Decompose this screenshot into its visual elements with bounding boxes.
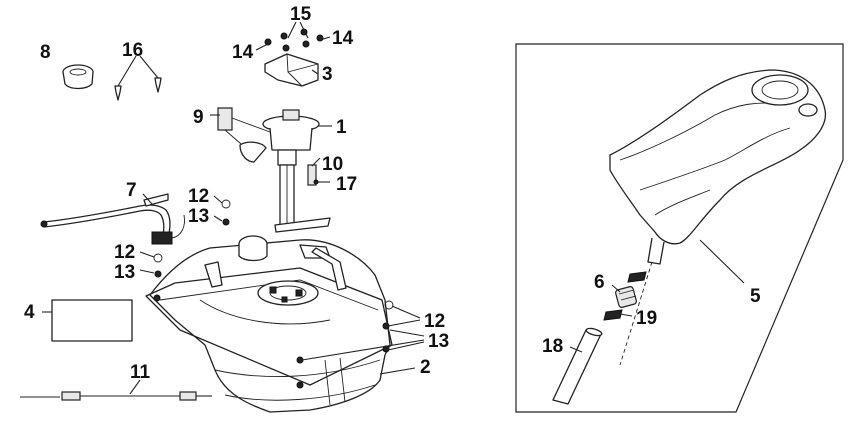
clamp-19[interactable]	[603, 309, 623, 321]
callout-6: 6	[594, 272, 605, 293]
callout-15: 15	[290, 4, 312, 25]
callout-2: 2	[420, 357, 431, 378]
callout-5: 5	[750, 286, 761, 307]
callout-3: 3	[322, 64, 333, 85]
callout-12-left: 12	[114, 242, 135, 263]
callout-12-right: 12	[424, 311, 445, 332]
callout-14-left: 14	[232, 42, 254, 63]
callout-9: 9	[193, 107, 204, 128]
warning-label-part[interactable]	[51, 299, 133, 342]
fuel-level-sender[interactable]	[217, 107, 271, 163]
callout-13-right: 13	[428, 331, 449, 352]
callout-18: 18	[542, 336, 563, 357]
leader-lines	[42, 21, 425, 395]
inset-panel-tank-liner	[515, 43, 844, 413]
callout-13-left: 13	[114, 262, 135, 283]
tank-liner-part[interactable]	[609, 69, 827, 245]
callout-19: 19	[636, 308, 657, 329]
callout-10: 10	[322, 154, 343, 175]
washer-set-upper[interactable]	[221, 199, 231, 226]
callout-labels: 1 2 3 4 5 6 7 8 9 10 11 12 12 12 13 13 1…	[24, 4, 761, 383]
callout-7: 7	[126, 180, 137, 201]
clamp-upper[interactable]	[627, 271, 647, 283]
callout-14-right: 14	[332, 28, 354, 49]
callout-16: 16	[122, 40, 143, 61]
callout-4: 4	[24, 302, 35, 323]
hose-joint-6[interactable]	[615, 286, 637, 308]
callout-17: 17	[336, 174, 357, 195]
fuel-tank-body[interactable]	[145, 235, 393, 413]
fuel-cap[interactable]	[62, 64, 94, 90]
callout-12-upper: 12	[188, 186, 209, 207]
cable-11[interactable]	[20, 391, 212, 401]
callout-8: 8	[40, 42, 51, 63]
pump-bracket[interactable]	[264, 53, 319, 87]
screws-16[interactable]	[114, 77, 162, 101]
callout-13-upper: 13	[188, 206, 209, 227]
fuel-pump-assembly[interactable]	[262, 109, 331, 233]
drain-hose-18[interactable]	[552, 327, 603, 405]
callout-1: 1	[336, 117, 347, 138]
washer-set-left[interactable]	[153, 253, 163, 278]
fuel-hose[interactable]	[40, 193, 185, 245]
callout-11: 11	[130, 362, 151, 383]
bolts-group[interactable]	[264, 28, 324, 52]
